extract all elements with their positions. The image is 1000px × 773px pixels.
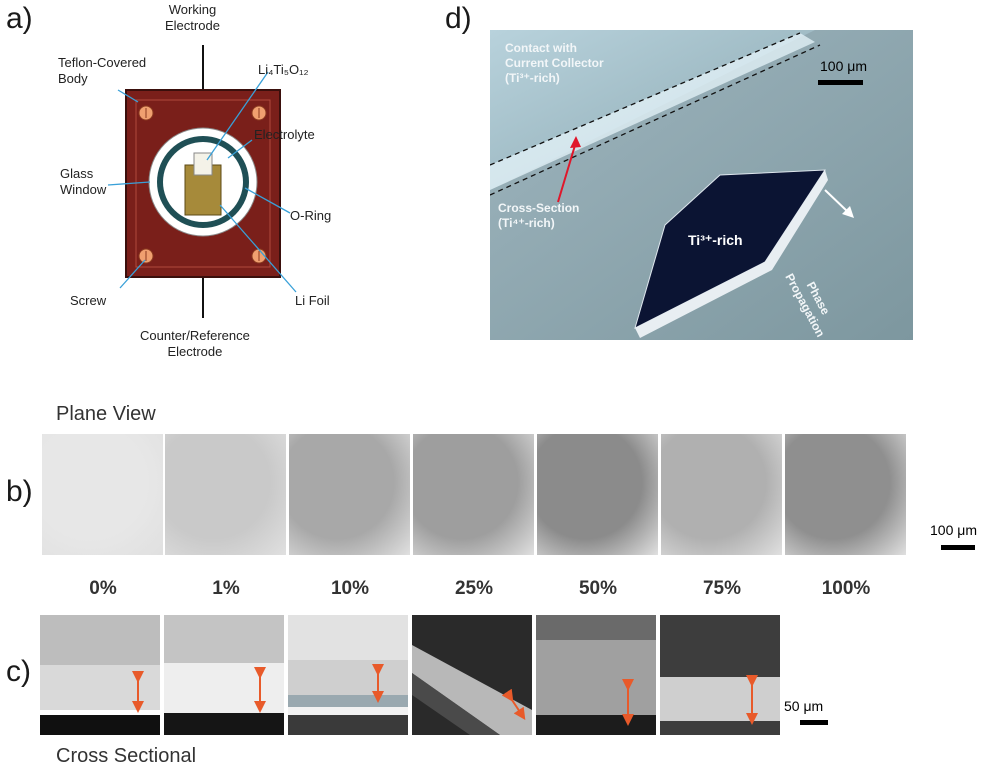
cross-section-tile (40, 615, 160, 735)
cross-section-tile (536, 615, 656, 735)
cross-section-label: Cross-Section (Ti⁴⁺-rich) (498, 201, 580, 230)
state-label: 1% (212, 578, 240, 599)
propagation-arrow (824, 189, 849, 213)
panel-c-letter: c) (6, 655, 31, 688)
teflon-body-label: Teflon-Covered Body (58, 55, 147, 86)
state-label: 100% (821, 578, 871, 599)
counter-electrode-label: Counter/Reference Electrode (140, 328, 250, 359)
cross-section-strip (40, 615, 780, 735)
state-label: 10% (330, 578, 370, 599)
cross-section-tile (660, 615, 780, 735)
panel-d-scale-bar (818, 80, 863, 85)
o-ring-label: O-Ring (290, 208, 332, 223)
state-label: 0% (89, 578, 117, 599)
plane-view-tile (537, 434, 658, 555)
panel-d-letter: d) (445, 2, 472, 35)
plane-view-tile (165, 434, 286, 555)
lto-label: Li₄Ti₅O₁₂ (258, 62, 309, 77)
pointer-lines (107, 71, 297, 293)
screw-label: Screw (70, 293, 107, 308)
plane-view-tile (289, 434, 410, 555)
li-foil-label: Li Foil (295, 293, 330, 308)
panel-c-scale-bar (800, 720, 828, 725)
panel-a-letter: a) (6, 2, 33, 35)
glass-window-label: Glass Window (60, 166, 107, 197)
crystal-edge (635, 170, 828, 338)
panel-c-scale-label: 50 μm (784, 698, 824, 714)
state-label: 50% (578, 578, 618, 599)
li-foil (184, 164, 222, 216)
contact-label: Contact with Current Collector (Ti³⁺-ric… (505, 41, 604, 85)
state-label: 75% (702, 578, 742, 599)
red-arrow (557, 141, 577, 203)
screw-icon (138, 105, 267, 264)
plane-view-title: Plane View (56, 403, 156, 425)
plane-view-tile (413, 434, 534, 555)
cross-section-tile (412, 615, 532, 735)
state-label: 25% (454, 578, 494, 599)
panel-b-letter: b) (6, 475, 33, 508)
panel-b-scale-label: 100 μm (930, 522, 977, 538)
plane-view-tile (785, 434, 906, 555)
ti3-rich-label: Ti³⁺-rich (688, 232, 743, 248)
panel-d-scale-label: 100 μm (820, 58, 867, 74)
cross-section-tile (164, 615, 284, 735)
cross-sectional-title: Cross Sectional (56, 745, 197, 767)
panel-b-scale-bar (941, 545, 975, 550)
working-electrode-label: Working Electrode (165, 2, 220, 33)
cross-section-tile (288, 615, 408, 735)
cell-schematic (107, 45, 297, 318)
electrolyte-label: Electrolyte (254, 127, 315, 142)
optical-micrograph: Contact with Current Collector (Ti³⁺-ric… (490, 30, 913, 340)
plane-view-tile (42, 434, 163, 555)
cross-section-band (490, 33, 815, 190)
plane-view-tile (661, 434, 782, 555)
